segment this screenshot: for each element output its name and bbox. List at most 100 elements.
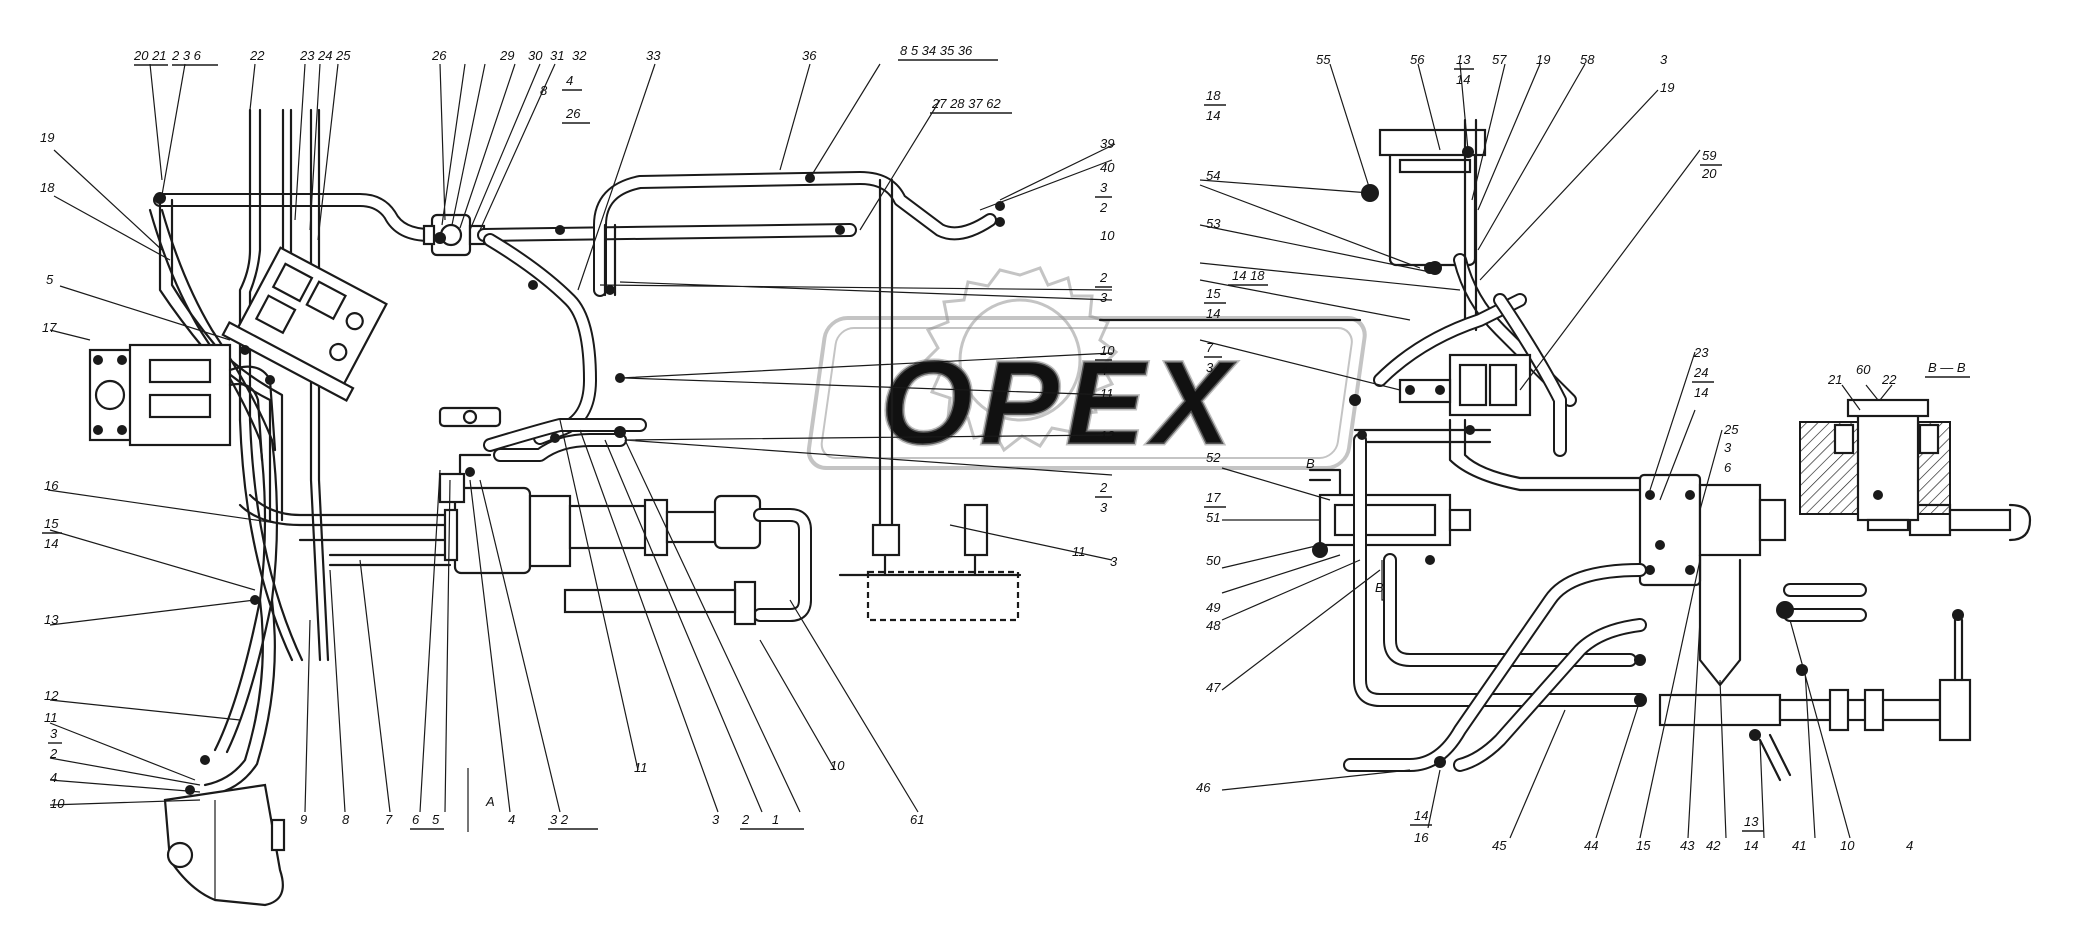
callout-14: 14 bbox=[44, 536, 58, 551]
callout-1: 1 bbox=[772, 812, 779, 827]
pipe-big-loop-3-inner bbox=[1345, 565, 1645, 770]
callout-52: 52 bbox=[1206, 450, 1221, 465]
base-fitting-b bbox=[963, 503, 989, 557]
view-label: A bbox=[485, 794, 495, 809]
callout-47: 47 bbox=[1206, 680, 1221, 695]
section-mark-b-bottom: B bbox=[1375, 580, 1384, 595]
callout-3-2: 3 2 bbox=[550, 812, 569, 827]
callout-32: 32 bbox=[572, 48, 587, 63]
callout-3a: 3 bbox=[1100, 180, 1108, 195]
callout-24r: 24 bbox=[1693, 365, 1708, 380]
fittings-left bbox=[154, 173, 1005, 795]
callout-10b: 10 bbox=[1100, 343, 1115, 358]
callout-27-28-37-62: 27 28 37 62 bbox=[931, 96, 1001, 111]
base-connectors bbox=[838, 553, 1022, 577]
callout-26: 26 bbox=[431, 48, 447, 63]
callout-15: 15 bbox=[44, 516, 59, 531]
callout-4: 4 bbox=[566, 73, 573, 88]
callout-57: 57 bbox=[1492, 52, 1507, 67]
callout-31: 31 bbox=[550, 48, 564, 63]
callout-22r: 22 bbox=[1881, 372, 1897, 387]
pipe-big-loop-2-inner bbox=[1385, 555, 1635, 665]
callout-51: 51 bbox=[1206, 510, 1220, 525]
callout-6r: 6 bbox=[1724, 460, 1732, 475]
callout-2-3-6: 2 3 6 bbox=[171, 48, 202, 63]
callout-49: 49 bbox=[1206, 600, 1220, 615]
pipe-vertical-22 bbox=[238, 108, 252, 422]
callout-8: 8 bbox=[540, 83, 548, 98]
callout-14r3: 14 bbox=[1206, 306, 1220, 321]
pipe-top-trunk-inner bbox=[155, 195, 450, 240]
watermark-text: OPEX bbox=[880, 336, 1238, 470]
callout-3c: 3 bbox=[1100, 500, 1108, 515]
callout-18: 18 bbox=[40, 180, 55, 195]
base-plate bbox=[866, 570, 1020, 622]
callout-4b: 4 bbox=[1100, 363, 1107, 378]
bottom-left-bracket bbox=[163, 783, 286, 907]
callout-17r: 17 bbox=[1206, 490, 1221, 505]
watermark-frame bbox=[806, 316, 1367, 470]
callout-60: 60 bbox=[1856, 362, 1871, 377]
callout-59: 59 bbox=[1702, 148, 1716, 163]
callout-46: 46 bbox=[1196, 780, 1211, 795]
callout-13: 13 bbox=[44, 612, 59, 627]
callout-5: 5 bbox=[46, 272, 54, 287]
callout-23r: 23 bbox=[1693, 345, 1709, 360]
callout-2: 2 bbox=[49, 746, 58, 761]
watermark-frame-inner bbox=[820, 327, 1353, 459]
pipe-big-loop-4-inner bbox=[1455, 620, 1645, 770]
section-b-b: B — B bbox=[1799, 360, 1970, 532]
pipe-to-motor-16 bbox=[238, 503, 452, 527]
callout-14r2: 14 bbox=[1206, 108, 1220, 123]
callout-14r: 14 bbox=[1456, 72, 1470, 87]
callout-12: 12 bbox=[44, 688, 59, 703]
pipe-vertical-22d bbox=[248, 418, 304, 662]
callout-41: 41 bbox=[1792, 838, 1806, 853]
callout-24: 24 bbox=[317, 48, 332, 63]
pipe-manifold-down bbox=[1448, 418, 1642, 492]
pipe-loop-33-inner bbox=[485, 235, 595, 443]
callout-6: 6 bbox=[412, 812, 420, 827]
callout-5c: 5 bbox=[432, 812, 440, 827]
callout-39: 39 bbox=[1100, 136, 1114, 151]
filter-tank bbox=[1361, 128, 1487, 275]
pipe-mid-12-inner bbox=[485, 420, 645, 450]
callout-2c: 2 bbox=[1099, 480, 1108, 495]
callout-11a: 11 bbox=[1100, 386, 1114, 401]
callout-3: 3 bbox=[50, 726, 58, 741]
pipe-left-down-18 bbox=[148, 208, 267, 752]
callout-15r: 15 bbox=[1206, 286, 1221, 301]
watermark: OPEX bbox=[806, 266, 1367, 472]
fittings-right bbox=[1349, 262, 1665, 768]
pipe-vertical-22c bbox=[238, 418, 294, 662]
callout-10: 10 bbox=[50, 796, 65, 811]
callout-labels: 20 21 2 3 6 22 23 24 25 26 29 30 31 32 8… bbox=[40, 43, 1913, 853]
callout-19r: 19 bbox=[1536, 52, 1550, 67]
pipe-vertical-22b bbox=[248, 108, 262, 422]
pipe-to-motor-16b bbox=[248, 493, 452, 517]
callout-43: 43 bbox=[1680, 838, 1695, 853]
section-bolt-head bbox=[1846, 398, 1930, 418]
leader-lines bbox=[47, 63, 1893, 839]
pipe-tank-vert bbox=[1463, 118, 1478, 332]
callout-14-18: 14 18 bbox=[1232, 268, 1265, 283]
callout-2a: 2 bbox=[1099, 200, 1108, 215]
callout-16r: 16 bbox=[1414, 830, 1429, 845]
callout-21: 21 bbox=[1827, 372, 1842, 387]
callout-10c: 10 bbox=[830, 758, 845, 773]
callout-12a: 12 bbox=[1100, 428, 1115, 443]
pipe-left-down-18b bbox=[160, 208, 279, 754]
pipe-left-down-13b bbox=[208, 598, 276, 797]
section-bolt-dot bbox=[1873, 490, 1883, 500]
callout-3r3: 3 bbox=[1724, 440, 1732, 455]
section-mark-b-top: B bbox=[1306, 456, 1315, 471]
callout-33: 33 bbox=[646, 48, 661, 63]
callout-13r: 13 bbox=[1456, 52, 1471, 67]
pipe-lower-mid-inner bbox=[495, 435, 625, 460]
left-assembly bbox=[88, 108, 1022, 907]
callout-55: 55 bbox=[1316, 52, 1331, 67]
callout-48: 48 bbox=[1206, 618, 1221, 633]
callout-3b: 3 bbox=[1100, 290, 1108, 305]
view-mark-a: A bbox=[467, 768, 495, 832]
callout-29: 29 bbox=[499, 48, 514, 63]
